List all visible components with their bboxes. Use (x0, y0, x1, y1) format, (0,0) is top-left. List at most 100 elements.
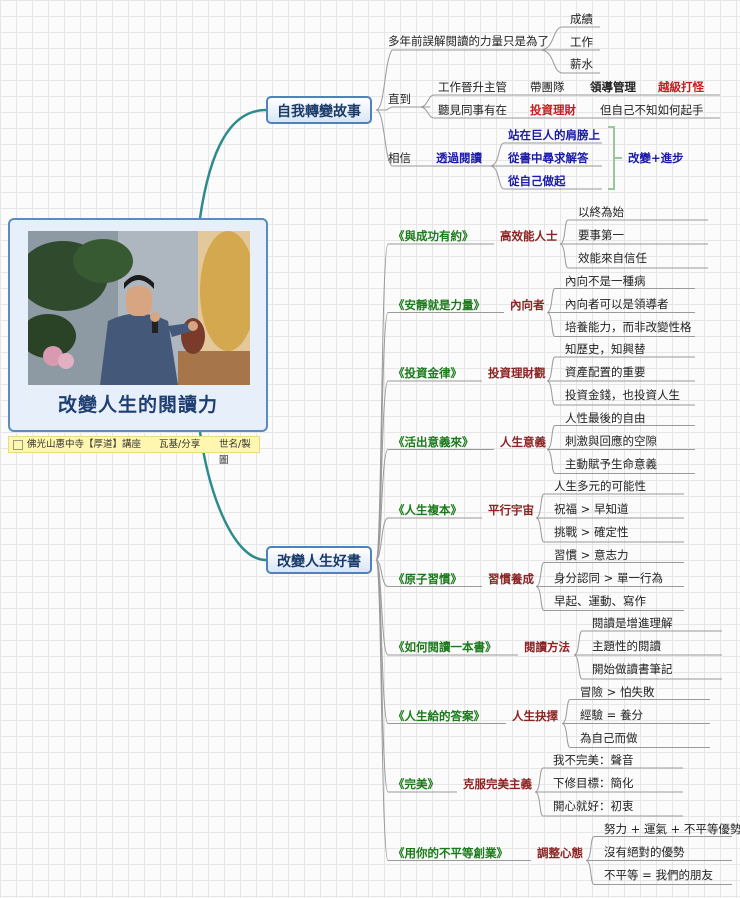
book-theme[interactable]: 閱讀方法 (524, 640, 570, 654)
point-link (559, 219, 708, 245)
sub-link (419, 106, 720, 119)
book-title[interactable]: 《安靜就是力量》 (393, 297, 485, 312)
book-point[interactable]: 努力 + 運氣 + 不平等優勢 (604, 821, 740, 836)
book-point[interactable]: 人性最後的自由 (565, 410, 646, 425)
until-leadership[interactable]: 領導管理 (590, 80, 636, 94)
topic-self-change-story[interactable]: 自我轉變故事 (266, 96, 372, 124)
story-until[interactable]: 直到 (388, 92, 411, 106)
book-point[interactable]: 為自己而做 (580, 730, 638, 745)
central-title: 改變人生的閱讀力 (57, 394, 218, 416)
speaker-photo (28, 231, 250, 385)
book-point[interactable]: 身分認同 > 單一行為 (554, 570, 663, 585)
book-theme[interactable]: 習慣養成 (488, 571, 534, 586)
book-point[interactable]: 下修目標：簡化 (553, 776, 634, 790)
point-link (559, 243, 708, 269)
until-investing[interactable]: 投資理財 (530, 103, 576, 117)
book-title[interactable]: 《人生複本》 (393, 503, 462, 517)
central-topic[interactable]: 改變人生的閱讀力 (8, 218, 268, 432)
point-link (585, 836, 732, 861)
summary-bracket (608, 126, 622, 190)
believe-item[interactable]: 從書中尋求解答 (508, 151, 589, 165)
book-theme[interactable]: 調整心態 (537, 845, 583, 860)
believe-result[interactable]: 改變+進步 (628, 151, 684, 165)
sub-link (419, 94, 720, 108)
book-point[interactable]: 刺激與回應的空隙 (565, 433, 657, 448)
book-point[interactable]: 內向不是一種病 (565, 273, 646, 288)
sub-link (539, 26, 600, 51)
believe-item[interactable]: 從自己做起 (508, 174, 566, 188)
until-heard-colleague[interactable]: 聽見同事有在 (438, 103, 507, 117)
point-link (546, 356, 695, 382)
book-point[interactable]: 開心就好：初衷 (553, 799, 634, 813)
book-theme[interactable]: 高效能人士 (500, 229, 558, 243)
book-link (375, 517, 482, 561)
book-point[interactable]: 挑戰 > 確定性 (554, 525, 629, 539)
main-link (198, 431, 267, 562)
misconception-item[interactable]: 成績 (570, 12, 593, 26)
story-believe[interactable]: 相信 (388, 151, 411, 165)
book-title[interactable]: 《與成功有約》 (393, 229, 474, 243)
book-point[interactable]: 閱讀是增進理解 (592, 616, 673, 630)
book-theme[interactable]: 克服完美主義 (463, 777, 532, 791)
book-theme[interactable]: 投資理財觀 (488, 366, 546, 380)
book-title[interactable]: 《用你的不平等創業》 (393, 845, 508, 860)
note-speaker: 瓦基/分享 (159, 439, 201, 450)
until-promotion[interactable]: 工作晉升主管 (438, 80, 507, 94)
topic-life-changing-books[interactable]: 改變人生好書 (266, 546, 372, 574)
book-title[interactable]: 《完美》 (393, 777, 439, 791)
speaker-photo-image (28, 231, 250, 385)
book-point[interactable]: 沒有絕對的優勢 (604, 844, 685, 859)
point-link (535, 586, 684, 611)
point-link (573, 654, 722, 680)
book-theme[interactable]: 人生意義 (500, 434, 546, 449)
story-misconception[interactable]: 多年前誤解閱讀的力量只是為了 (388, 34, 549, 48)
book-point[interactable]: 內向者可以是領導者 (565, 296, 669, 311)
book-point[interactable]: 人生多元的可能性 (554, 479, 646, 493)
book-link (375, 559, 531, 861)
book-point[interactable]: 主動賦予生命意義 (565, 456, 657, 471)
book-point[interactable]: 效能來自信任 (578, 251, 647, 265)
book-point[interactable]: 投資金錢，也投資人生 (565, 388, 680, 402)
book-title[interactable]: 《投資金律》 (393, 366, 462, 380)
book-title[interactable]: 《活出意義來》 (393, 434, 474, 449)
misconception-item[interactable]: 薪水 (570, 57, 593, 71)
sub-link (489, 165, 602, 190)
point-link (561, 699, 710, 724)
until-dont-know[interactable]: 但自己不知如何起手 (600, 103, 704, 117)
believe-via-reading[interactable]: 透過閱讀 (436, 151, 482, 165)
book-point[interactable]: 我不完美：聲音 (553, 753, 634, 767)
until-level-up[interactable]: 越級打怪 (658, 80, 704, 94)
topic-note[interactable]: 佛光山惠中寺【厚道】講座 瓦基/分享 世名/製圖 (8, 436, 260, 466)
book-point[interactable]: 知歷史，知興替 (565, 342, 646, 356)
point-link (546, 312, 695, 337)
book-point[interactable]: 祝福 > 早知道 (554, 502, 629, 516)
book-point[interactable]: 不平等 = 我們的朋友 (604, 867, 713, 882)
sub-link (489, 142, 602, 167)
book-point[interactable]: 培養能力，而非改變性格 (565, 319, 692, 334)
book-point[interactable]: 習慣 > 意志力 (554, 547, 629, 562)
book-point[interactable]: 經驗 = 養分 (580, 707, 643, 722)
believe-item[interactable]: 站在巨人的肩膀上 (508, 128, 600, 142)
book-link (375, 449, 494, 561)
point-link (546, 425, 695, 450)
book-theme[interactable]: 平行宇宙 (488, 503, 534, 517)
branch-link (376, 106, 430, 111)
book-point[interactable]: 開始做讀書筆記 (592, 662, 673, 676)
book-theme[interactable]: 人生抉擇 (512, 708, 558, 723)
book-title[interactable]: 《人生給的答案》 (393, 708, 485, 723)
book-point[interactable]: 要事第一 (578, 228, 624, 242)
book-point[interactable]: 資產配置的重要 (565, 365, 646, 379)
misconception-item[interactable]: 工作 (570, 35, 593, 49)
book-point[interactable]: 以終為始 (578, 205, 624, 219)
book-theme[interactable]: 內向者 (510, 297, 545, 312)
book-title[interactable]: 《原子習慣》 (393, 571, 462, 586)
book-point[interactable]: 主題性的閱讀 (592, 639, 661, 653)
point-link (585, 860, 732, 885)
until-lead-team[interactable]: 帶團隊 (530, 80, 565, 94)
book-point[interactable]: 冒險 > 怕失敗 (580, 684, 655, 699)
sub-link (539, 49, 600, 74)
book-title[interactable]: 《如何閱讀一本書》 (393, 640, 497, 654)
point-link (546, 449, 695, 474)
book-point[interactable]: 早起、運動、寫作 (554, 593, 646, 608)
